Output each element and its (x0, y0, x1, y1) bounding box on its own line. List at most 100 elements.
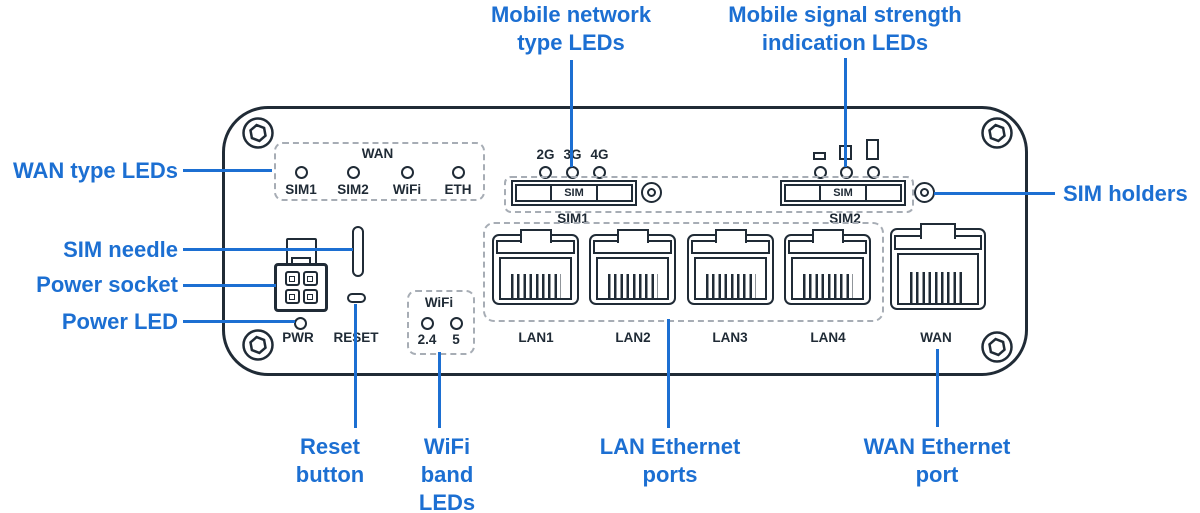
callout-line: Power socket (36, 272, 178, 297)
callout-line: Mobile signal strength (728, 2, 962, 27)
callout-line: WAN Ethernet (863, 434, 1011, 459)
led-indicator (400, 166, 414, 179)
callout-power-led: Power LED (0, 308, 178, 336)
power-pin (284, 289, 300, 304)
signal-bar-small-icon (813, 152, 826, 160)
port-tab (920, 223, 956, 239)
lan2-caption: LAN2 (615, 330, 651, 345)
wifi-led-5: 5 (441, 317, 471, 347)
wan-port (890, 223, 986, 310)
lan1-caption: LAN1 (518, 330, 554, 345)
callout-lan-ethernet-ports: LAN Ethernet ports (570, 433, 770, 489)
port-tab (714, 229, 747, 243)
wan-led-group-box (274, 142, 485, 201)
led-label: ETH (444, 182, 472, 197)
power-pin (302, 289, 318, 304)
callout-line: ports (642, 462, 698, 487)
callout-line: WiFi (423, 434, 471, 459)
signal-led-indicator (814, 166, 827, 179)
callout-line: SIM needle (63, 237, 178, 262)
sim1-eject-button-icon (641, 182, 662, 203)
mobile-led-2g: 2G (532, 147, 559, 179)
callout-line: Power LED (61, 309, 178, 334)
port-pins (607, 274, 658, 298)
callout-sim-holders: SIM holders (1063, 180, 1200, 208)
callout-wan-type-leds: WAN type LEDs (0, 157, 178, 185)
lan4-caption: LAN4 (810, 330, 846, 345)
callout-line: button (295, 462, 365, 487)
wan-led-sim2: SIM2 (331, 166, 375, 197)
sim1-holder: SIM (511, 180, 637, 206)
mobile-led-3g: 3G (559, 147, 586, 179)
port-opening (897, 253, 979, 305)
led-label: SIM2 (337, 182, 369, 197)
signal-bar-large-icon (866, 139, 879, 160)
callout-reset-button: Reset button (270, 433, 390, 489)
callout-sim-needle: SIM needle (0, 236, 178, 264)
eject-hole (647, 188, 656, 197)
led-indicator (294, 166, 308, 179)
lan4-port (784, 229, 871, 305)
wan-port-caption: WAN (920, 330, 952, 345)
leader-line-wan-type-leds (183, 169, 272, 172)
callout-line: indication LEDs (761, 30, 929, 55)
power-socket-pins (284, 271, 318, 304)
led-indicator (449, 317, 463, 330)
led-label: 4G (590, 147, 609, 162)
led-indicator (593, 166, 606, 179)
led-label: WiFi (392, 182, 422, 197)
led-label: 5 (452, 332, 460, 347)
led-label: SIM1 (285, 182, 317, 197)
callout-line: Reset (300, 434, 360, 459)
wan-led-eth: ETH (436, 166, 480, 197)
leader-line-mobile-network-leds (570, 60, 573, 167)
lan3-port (687, 229, 774, 305)
screw-icon (241, 116, 275, 150)
lan3-caption: LAN3 (712, 330, 748, 345)
sim2-holder: SIM (780, 180, 906, 206)
screw-icon (980, 116, 1014, 150)
power-pin (302, 271, 318, 286)
power-pin (284, 271, 300, 286)
callout-wifi-band-leds: WiFi band LEDs (390, 433, 504, 513)
reset-button (347, 293, 366, 303)
sim-slot-segment (867, 186, 900, 200)
port-pins (705, 274, 756, 298)
sim-slot-segment (786, 186, 819, 200)
callout-line: port (915, 462, 959, 487)
screw-icon (980, 330, 1014, 364)
leader-line-reset-button (354, 304, 357, 428)
callout-line: band (420, 462, 474, 487)
port-pins (802, 274, 853, 298)
leader-line-power-led (183, 320, 295, 323)
eject-hole (920, 188, 929, 197)
callout-line: Mobile network (490, 2, 652, 27)
callout-line: SIM holders (1063, 181, 1188, 206)
callout-line: WAN type LEDs (12, 158, 178, 183)
port-tab (616, 229, 649, 243)
port-opening (596, 257, 669, 300)
wan-led-group-title: WAN (361, 146, 394, 161)
leader-line-wan-port (936, 349, 939, 427)
leader-line-sim-holders (934, 192, 1055, 195)
leader-line-wifi-band-leds (438, 352, 441, 428)
wifi-led-group-box (407, 290, 475, 355)
lan1-port (492, 229, 579, 305)
wan-led-wifi: WiFi (385, 166, 429, 197)
leader-line-mobile-signal-leds (844, 58, 847, 167)
callout-line: LEDs (418, 490, 476, 513)
power-led-caption: PWR (282, 330, 314, 345)
led-indicator (346, 166, 360, 179)
signal-led-indicator (867, 166, 880, 179)
port-opening (791, 257, 864, 300)
wan-led-sim1: SIM1 (279, 166, 323, 197)
callout-mobile-signal-strength-leds: Mobile signal strength indication LEDs (695, 1, 995, 57)
port-opening (499, 257, 572, 300)
leader-line-power-socket (183, 284, 276, 287)
callout-mobile-network-type-leds: Mobile network type LEDs (441, 1, 701, 57)
signal-led-indicator (840, 166, 853, 179)
mobile-led-4g: 4G (586, 147, 613, 179)
leader-line-sim-needle (183, 248, 353, 251)
led-label: 2G (536, 147, 555, 162)
